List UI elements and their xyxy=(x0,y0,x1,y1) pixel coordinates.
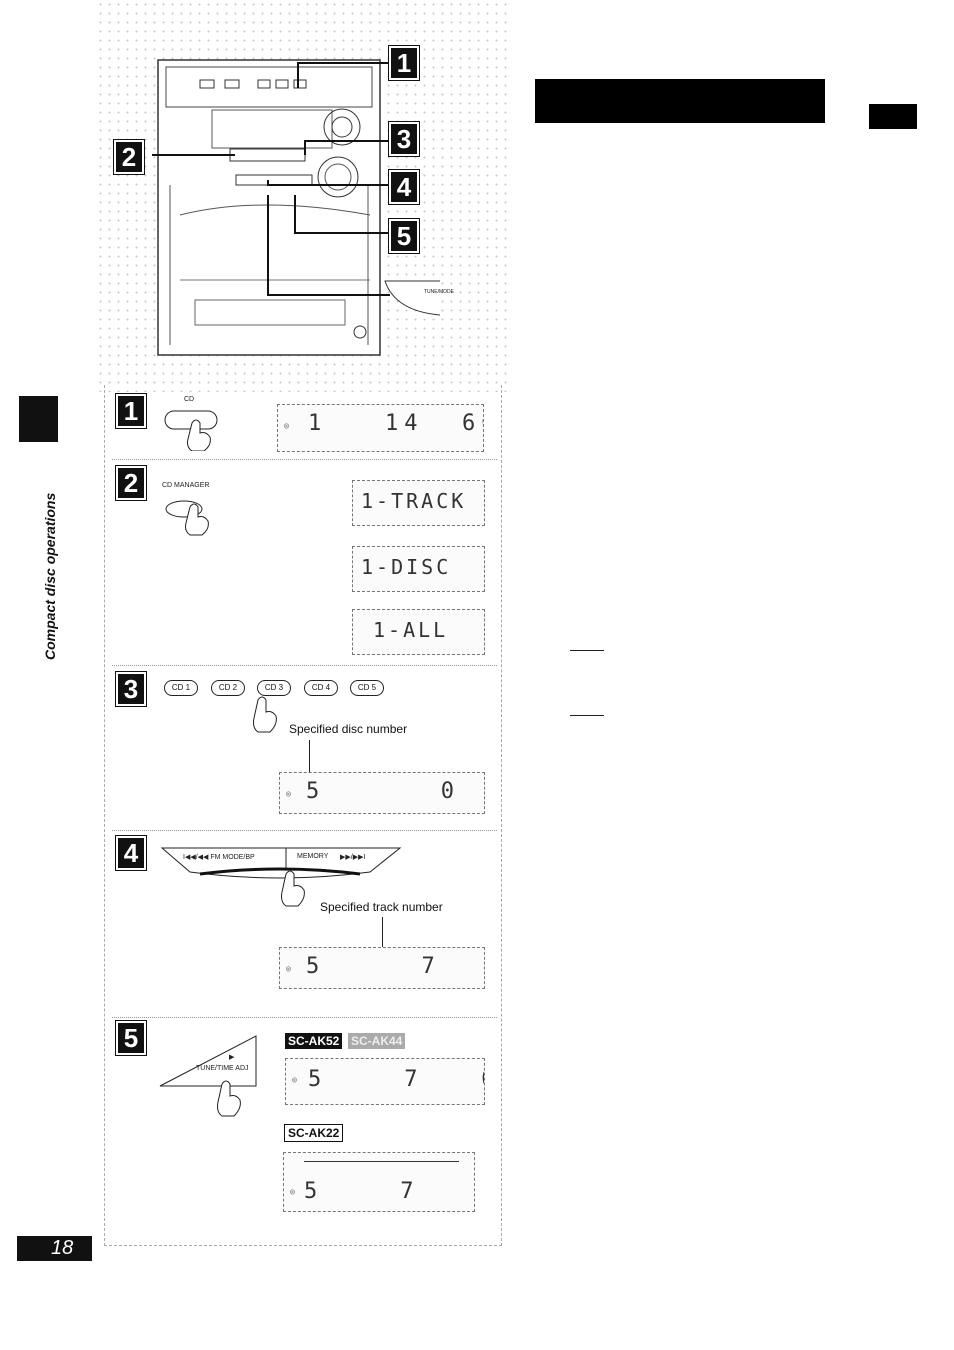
level-bar xyxy=(304,1161,459,1162)
overview-badge-3: 3 xyxy=(389,122,419,156)
cd3-button: CD 3 xyxy=(257,680,291,696)
overview-badge-5: 5 xyxy=(389,219,419,253)
step5-badge: 5 xyxy=(116,1021,146,1055)
step4-display: ◎ 5 7 xyxy=(279,947,485,989)
tune-time-button xyxy=(159,1035,257,1117)
disc-icon: ◎ xyxy=(284,421,289,430)
step5-display-ak52: ◎ 5 7 0:01 xyxy=(285,1058,485,1105)
step-separator xyxy=(112,830,497,831)
track-pointer-line xyxy=(382,917,383,965)
overview-badge-4: 4 xyxy=(389,170,419,204)
skip-back-label: I◀◀/◀◀ FM MODE/BP xyxy=(183,854,255,861)
section-label: Compact disc operations xyxy=(42,492,58,660)
memory-label: MEMORY xyxy=(297,853,329,860)
model-badge-ak22: SC-AK22 xyxy=(284,1124,344,1142)
stereo-unit-illustration xyxy=(152,59,440,356)
press-hand-icon xyxy=(165,500,209,536)
step2-display-text-3: 1-ALL xyxy=(373,618,449,642)
step1-display: ◎ 1 14 60:02 xyxy=(277,404,484,452)
title-redaction-bar xyxy=(535,79,825,123)
step2-display-all: 1-ALL xyxy=(352,609,485,655)
track-number-caption: Specified track number xyxy=(320,900,443,914)
step-separator xyxy=(112,459,497,460)
cd-button-label: CD xyxy=(183,396,195,403)
step2-display-text-2: 1-DISC xyxy=(361,555,452,579)
step2-display-text-1: 1-TRACK xyxy=(361,489,467,513)
step3-display: ◎ 5 0 xyxy=(279,772,485,814)
cd-manager-label: CD MANAGER xyxy=(162,482,210,489)
section-tab-block xyxy=(19,396,58,442)
disc-number-caption: Specified disc number xyxy=(289,722,408,736)
step5-display-ak22: ◎ 5 7 0:01 xyxy=(283,1152,475,1212)
step-separator xyxy=(112,1017,497,1018)
cd-manager-button: CD MANAGER xyxy=(162,482,232,544)
disc-icon: ◎ xyxy=(286,789,291,798)
cd5-button: CD 5 xyxy=(350,680,384,696)
page-number: 18 xyxy=(51,1237,74,1259)
disc-icon: ◎ xyxy=(286,964,291,973)
overview-badge-2: 2 xyxy=(114,140,144,174)
underline-mark-1 xyxy=(570,650,604,651)
cd-button-row: CD 1 CD 2 CD 3 CD 4 CD 5 xyxy=(164,680,394,698)
corner-redaction-bar xyxy=(869,104,917,129)
step2-badge: 2 xyxy=(116,466,146,500)
step5-display-b-text: 5 7 0:01 xyxy=(304,1179,420,1204)
step3-display-text: 5 0 xyxy=(306,779,460,804)
disc-icon: ◎ xyxy=(292,1075,297,1084)
press-hand-icon xyxy=(281,870,305,907)
step-separator xyxy=(112,665,497,666)
step5-display-a-text: 5 7 0:01 xyxy=(308,1067,484,1092)
tune-time-label: TUNE/TIME ADJ xyxy=(196,1065,249,1072)
model-badge-ak52: SC-AK52 xyxy=(285,1033,343,1049)
underline-mark-2 xyxy=(570,715,604,716)
step4-badge: 4 xyxy=(116,836,146,870)
cd1-button: CD 1 xyxy=(164,680,198,696)
step2-display-track: 1-TRACK xyxy=(352,480,485,526)
cd2-button: CD 2 xyxy=(211,680,245,696)
press-hand-icon xyxy=(253,696,277,733)
step1-badge: 1 xyxy=(116,394,146,428)
skip-forward-label: ▶▶/▶▶I xyxy=(340,854,366,861)
overview-badge-1: 1 xyxy=(389,46,419,80)
step3-badge: 3 xyxy=(116,672,146,706)
press-hand-icon xyxy=(164,410,218,451)
cd4-button: CD 4 xyxy=(304,680,338,696)
step2-display-disc: 1-DISC xyxy=(352,546,485,592)
steps-panel xyxy=(104,385,502,1246)
play-symbol: ▶ xyxy=(229,1054,235,1061)
tune-mode-label: TUNE/MODE xyxy=(424,289,454,295)
page-number-box: 18 xyxy=(17,1236,92,1261)
model-badge-ak44: SC-AK44 xyxy=(348,1033,406,1049)
step4-display-text: 5 7 xyxy=(306,954,441,979)
disc-pointer-line xyxy=(309,740,310,788)
disc-icon: ◎ xyxy=(290,1187,295,1196)
step1-display-text: 1 14 60:02 xyxy=(308,411,483,436)
cd-button: CD xyxy=(164,396,224,451)
